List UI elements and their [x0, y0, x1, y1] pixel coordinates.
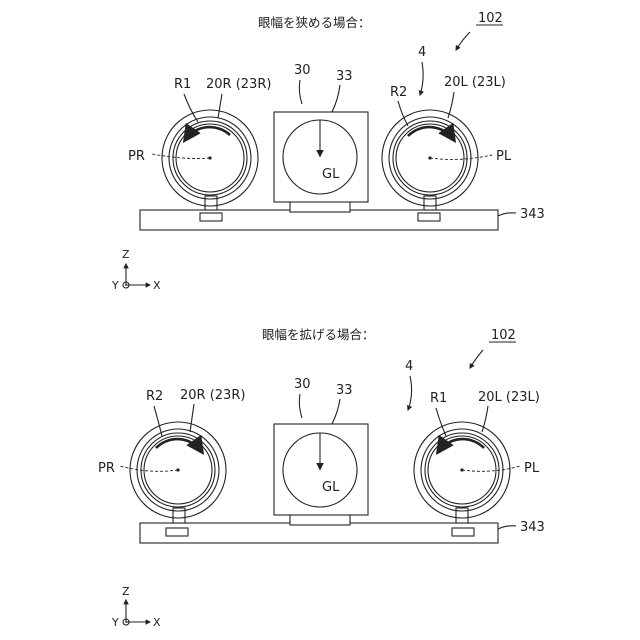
- ref-4-b-leader: [408, 376, 412, 410]
- ref-102-b: 102: [491, 328, 516, 343]
- right-point-leader-b: [462, 466, 520, 471]
- right-part-leader: [448, 92, 454, 118]
- base-rail: [140, 210, 498, 230]
- center-housing: [274, 112, 368, 202]
- ref-33: 33: [336, 69, 353, 84]
- left-part-leader: [218, 94, 222, 118]
- z-label-b: Z: [122, 585, 130, 598]
- right-slider-arrow: [418, 213, 440, 221]
- left-point-label-b: PR: [98, 461, 115, 476]
- ref-30-b: 30: [294, 377, 311, 392]
- left-part-label: 20R (23R): [206, 77, 271, 92]
- left-rotation-label: R1: [174, 77, 191, 92]
- right-rotation-leader: [398, 101, 408, 126]
- right-rotation-label-b: R1: [430, 391, 447, 406]
- right-post: [424, 196, 436, 210]
- left-part-leader-b: [190, 404, 194, 432]
- ref-33-b-leader: [332, 399, 340, 424]
- y-label: Y: [111, 279, 119, 292]
- figure-widening: 眼幅を拡げる場合： 102 4 30 33 343 GL: [98, 327, 545, 629]
- ref-30: 30: [294, 63, 311, 78]
- base-rail-b: [140, 523, 498, 543]
- left-point-leader-b: [120, 466, 178, 471]
- x-label: X: [153, 279, 161, 292]
- right-eyepiece: [382, 110, 492, 221]
- axes-top: Z Y X: [111, 248, 161, 292]
- right-rotation-label: R2: [390, 85, 407, 100]
- y-label-b: Y: [111, 616, 119, 629]
- left-point-leader: [152, 154, 210, 159]
- ref-33-leader: [332, 85, 340, 112]
- ref-343-leader: [498, 213, 516, 216]
- right-point-label: PL: [496, 149, 512, 164]
- figure-narrowing: 眼幅を狭める場合： 102 4 30 33 343 GL: [111, 11, 545, 292]
- ref-4-b: 4: [405, 359, 413, 374]
- label-gl: GL: [322, 167, 340, 182]
- left-slider-arrow-b: [166, 528, 188, 536]
- center-housing-b: [274, 424, 368, 515]
- y-axis-center: [125, 284, 127, 286]
- ref-4-leader: [420, 62, 423, 95]
- left-rotation-label-b: R2: [146, 389, 163, 404]
- right-part-label: 20L (23L): [444, 75, 506, 90]
- ref-343: 343: [520, 207, 545, 222]
- left-rotation-leader-b: [154, 406, 162, 436]
- right-point-label-b: PL: [524, 461, 540, 476]
- ref-343-b: 343: [520, 520, 545, 535]
- left-rotation-leader: [184, 94, 198, 122]
- left-part-label-b: 20R (23R): [180, 388, 245, 403]
- right-rotation-leader-b: [436, 408, 446, 436]
- ref-33-b: 33: [336, 383, 353, 398]
- ref-102: 102: [478, 11, 503, 26]
- right-point-leader: [430, 155, 492, 159]
- ref-4: 4: [418, 45, 426, 60]
- ref-102-b-leader: [470, 350, 483, 368]
- right-slider-arrow-b: [452, 528, 474, 536]
- right-part-label-b: 20L (23L): [478, 390, 540, 405]
- left-eyepiece: [152, 110, 258, 221]
- ref-30-b-leader: [299, 394, 302, 418]
- left-eyepiece-b: [120, 422, 226, 536]
- z-label: Z: [122, 248, 130, 261]
- x-label-b: X: [153, 616, 161, 629]
- caption-narrowing: 眼幅を狭める場合：: [258, 15, 371, 30]
- right-eyepiece-b: [414, 422, 520, 536]
- left-slider-arrow: [200, 213, 222, 221]
- caption-widening: 眼幅を拡げる場合：: [262, 327, 375, 342]
- ref-343-b-leader: [498, 526, 516, 529]
- ref-30-leader: [299, 80, 302, 104]
- ref-102-leader: [456, 32, 470, 50]
- left-post: [205, 196, 217, 210]
- label-gl-b: GL: [322, 480, 340, 495]
- axes-bottom: Z Y X: [111, 585, 161, 629]
- left-point-label: PR: [128, 149, 145, 164]
- y-axis-center-b: [125, 621, 127, 623]
